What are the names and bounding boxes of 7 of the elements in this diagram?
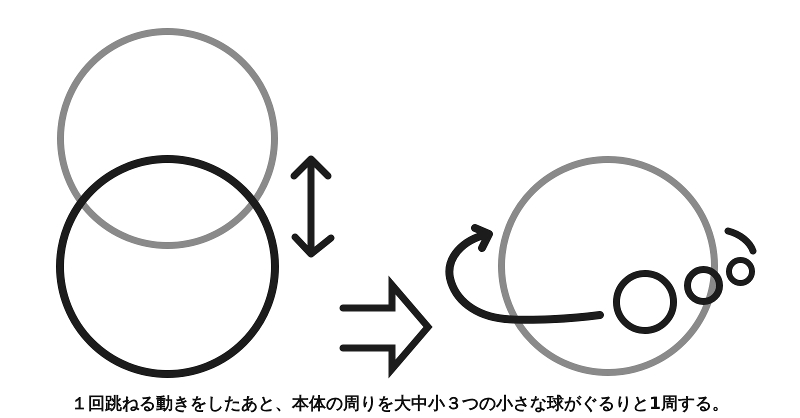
ball-outline (684, 266, 723, 305)
ball-outline (726, 257, 755, 286)
circle-outline (498, 156, 718, 376)
ball-outline (613, 270, 677, 334)
circle-outline (56, 155, 279, 378)
circle-outline (57, 28, 278, 249)
caption: １回跳ねる動きをしたあと、本体の周りを大中小３つの小さな球がぐるりと1周する。 (70, 393, 730, 416)
